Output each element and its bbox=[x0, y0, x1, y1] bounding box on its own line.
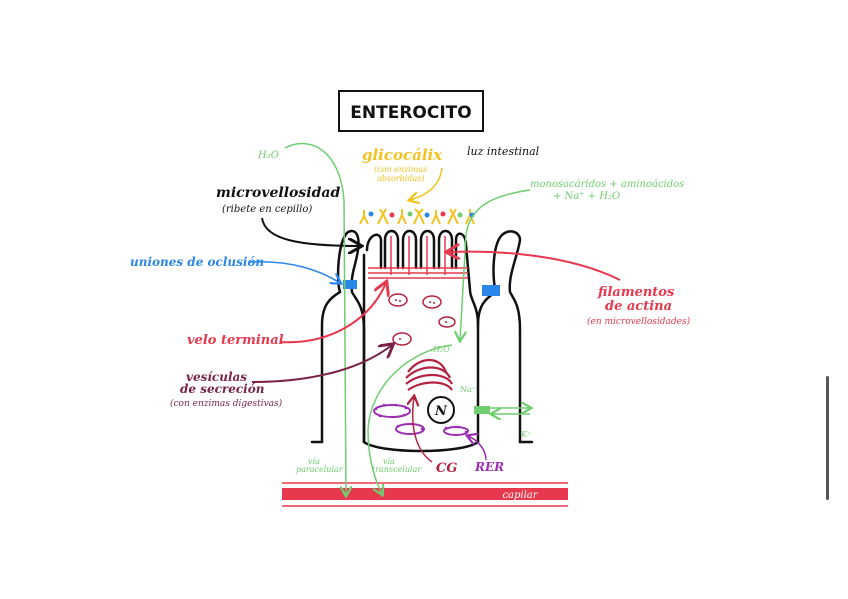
scrollbar-thumb[interactable] bbox=[826, 376, 829, 500]
capillary-label: capilar bbox=[502, 490, 538, 501]
capillary: capilar bbox=[282, 483, 568, 506]
lumen-label: luz intestinal bbox=[467, 145, 540, 158]
tight-junctions-label: uniones de oclusión bbox=[130, 255, 264, 269]
microvilli-label: microvellosidad bbox=[216, 185, 340, 201]
microvilli-arrow bbox=[262, 218, 360, 246]
na-plus-label: Na⁺ bbox=[459, 385, 476, 394]
tight-junction-right bbox=[482, 285, 500, 296]
glycocalyx-note-1: (con enzimas bbox=[374, 165, 427, 174]
glycocalyx-label: glicocálix bbox=[362, 146, 443, 164]
transcellular-label-2: transcelular bbox=[372, 465, 422, 474]
golgi-label: CG bbox=[436, 461, 457, 476]
paracellular-label-2: paracelular bbox=[296, 465, 344, 474]
terminal-web-arrow bbox=[280, 283, 386, 342]
terminal-web bbox=[368, 268, 468, 278]
glycocalyx-note-2: absorbidas) bbox=[377, 174, 424, 183]
golgi-complex bbox=[406, 360, 452, 390]
na-k-pump bbox=[474, 406, 490, 414]
rer-label: RER bbox=[474, 460, 504, 474]
h2o-top-label: H₂O bbox=[257, 150, 279, 161]
actin-arrow bbox=[448, 252, 620, 280]
vesicles-label-2: de secreción bbox=[180, 382, 264, 396]
actin-note: (en microvellosidades) bbox=[587, 316, 691, 327]
vesicles-note: (con enzimas digestivas) bbox=[170, 398, 283, 409]
monosaccharides-label-2: + Na⁺ + H₂O bbox=[553, 191, 620, 202]
microvilli-note: (ribete en cepillo) bbox=[222, 204, 312, 215]
actin-label-2: de actina bbox=[605, 299, 672, 314]
title: ENTEROCITO bbox=[350, 103, 471, 123]
nucleus-label: N bbox=[434, 404, 448, 419]
k-plus-label: K⁺ bbox=[520, 430, 531, 439]
actin-label-1: filamentos bbox=[597, 285, 675, 300]
secretory-vesicles bbox=[389, 294, 455, 345]
terminal-web-label: velo terminal bbox=[187, 333, 284, 348]
monosaccharides-label-1: monosacáridos + aminoácidos bbox=[530, 179, 684, 190]
glycocalyx bbox=[360, 209, 474, 224]
